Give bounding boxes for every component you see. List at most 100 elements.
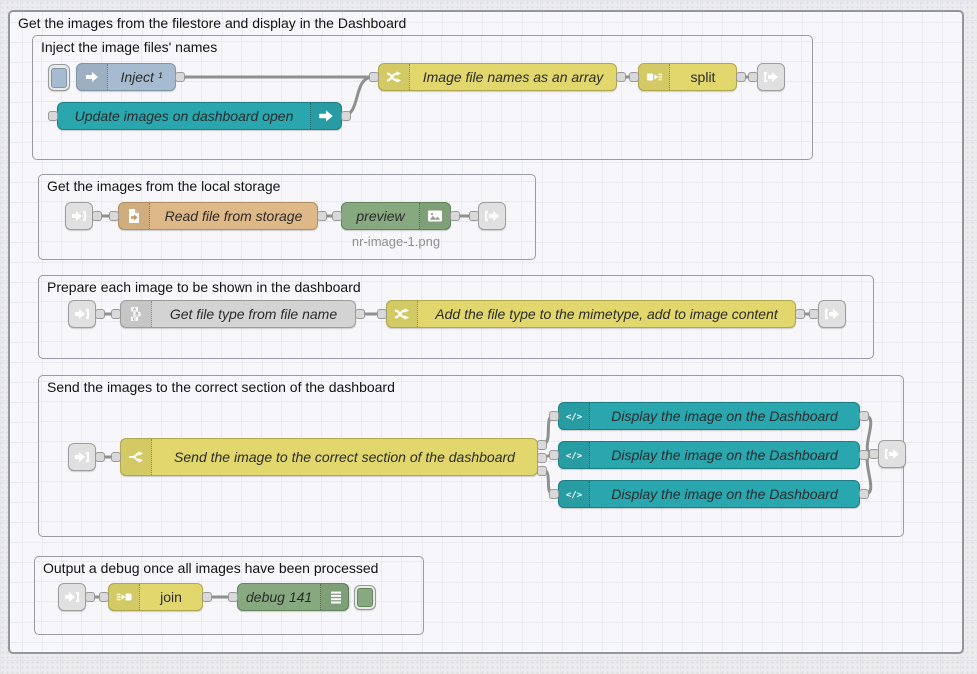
link-in-node[interactable] (65, 202, 102, 230)
output-port[interactable] (859, 411, 869, 421)
input-port[interactable] (99, 592, 109, 602)
link-out-node[interactable] (869, 440, 906, 468)
output-port[interactable] (95, 309, 105, 319)
input-port[interactable] (369, 72, 379, 82)
output-port-2[interactable] (537, 453, 547, 463)
string-node-file-type[interactable]: Get file type from file name (111, 300, 365, 328)
link-in-icon (74, 306, 90, 322)
input-port[interactable] (748, 72, 758, 82)
join-icon (109, 584, 140, 610)
link-out-icon (884, 446, 900, 462)
input-port[interactable] (549, 450, 559, 460)
output-port-1[interactable] (537, 440, 547, 450)
group-inject-title: Inject the image files' names (41, 39, 218, 55)
input-port[interactable] (332, 211, 342, 221)
node-status-text: nr-image-1.png (351, 234, 441, 249)
input-port[interactable] (469, 211, 479, 221)
code-template-icon (559, 403, 590, 429)
inject-trigger-button-inner (51, 67, 67, 88)
change-node-mimetype[interactable]: Add the file type to the mimetype, add t… (377, 300, 805, 328)
output-port[interactable] (859, 450, 869, 460)
wire[interactable] (863, 452, 875, 496)
link-in-node[interactable] (58, 583, 95, 611)
link-in-icon (64, 589, 80, 605)
input-port[interactable] (549, 489, 559, 499)
ui-control-node-label: Update images on dashboard open (74, 108, 294, 124)
file-in-node[interactable]: Read file from storage (109, 202, 327, 230)
image-preview-node-label: preview (356, 208, 405, 224)
change-icon (387, 301, 418, 327)
output-port[interactable] (355, 309, 365, 319)
output-port[interactable] (859, 489, 869, 499)
input-port[interactable] (629, 72, 639, 82)
ui-template-node-2[interactable]: Display the image on the Dashboard (549, 441, 869, 469)
ui-template-node-1-label: Display the image on the Dashboard (611, 408, 838, 424)
ui-template-node-3[interactable]: Display the image on the Dashboard (549, 480, 869, 508)
code-template-icon (559, 442, 590, 468)
file-icon (119, 203, 150, 229)
input-port[interactable] (549, 411, 559, 421)
input-port[interactable] (111, 452, 121, 462)
output-port-3[interactable] (537, 466, 547, 476)
file-in-node-label: Read file from storage (164, 208, 303, 224)
output-port[interactable] (175, 72, 185, 82)
image-icon (419, 203, 450, 229)
link-out-icon (824, 306, 840, 322)
link-out-icon (484, 208, 500, 224)
link-out-node[interactable] (809, 300, 846, 328)
code-template-icon (559, 481, 590, 507)
change-node-filenames-label: Image file names as an array (422, 69, 604, 85)
ui-template-node-3-label: Display the image on the Dashboard (611, 486, 838, 502)
input-port[interactable] (809, 309, 819, 319)
output-port[interactable] (450, 211, 460, 221)
input-port[interactable] (109, 211, 119, 221)
link-in-node[interactable] (68, 300, 105, 328)
string-node-file-type-label: Get file type from file name (169, 306, 338, 322)
input-port[interactable] (111, 309, 121, 319)
output-port[interactable] (616, 72, 626, 82)
group-prepare-title: Prepare each image to be shown in the da… (47, 279, 361, 295)
output-port[interactable] (85, 592, 95, 602)
group-outer-title: Get the images from the filestore and di… (18, 15, 407, 31)
image-preview-node[interactable]: preview (332, 202, 460, 230)
group-send-title: Send the images to the correct section o… (47, 379, 395, 395)
output-port[interactable] (736, 72, 746, 82)
debug-toggle-button[interactable] (354, 585, 376, 610)
change-node-mimetype-label: Add the file type to the mimetype, add t… (435, 306, 778, 322)
link-out-node[interactable] (469, 202, 506, 230)
inject-node[interactable]: Inject ¹ (76, 63, 185, 91)
group-debug-title: Output a debug once all images have been… (43, 560, 379, 576)
output-port[interactable] (95, 452, 105, 462)
link-in-node[interactable] (68, 443, 105, 471)
join-node-label: join (160, 589, 182, 605)
input-port[interactable] (48, 111, 58, 121)
split-icon (639, 64, 670, 90)
ui-control-node[interactable]: Update images on dashboard open (48, 102, 351, 130)
join-node[interactable]: join (99, 583, 212, 611)
output-port[interactable] (341, 111, 351, 121)
input-port[interactable] (377, 309, 387, 319)
split-node-label: split (690, 69, 716, 85)
output-port[interactable] (202, 592, 212, 602)
debug-node[interactable]: debug 141 (228, 583, 352, 611)
group-inject[interactable]: Inject the image files' names (32, 35, 813, 160)
change-node-filenames[interactable]: Image file names as an array (369, 63, 626, 91)
output-port[interactable] (795, 309, 805, 319)
inject-node-label: Inject ¹ (120, 69, 163, 85)
output-port[interactable] (92, 211, 102, 221)
output-port[interactable] (317, 211, 327, 221)
input-port[interactable] (869, 449, 879, 459)
switch-node-send-label: Send the image to the correct section of… (174, 449, 515, 465)
inject-trigger-button[interactable] (48, 64, 70, 91)
link-out-node[interactable] (748, 63, 785, 91)
split-node[interactable]: split (629, 63, 746, 91)
input-port[interactable] (228, 592, 238, 602)
switch-icon (121, 439, 152, 475)
arrow-right-icon (310, 103, 341, 129)
ui-template-node-2-label: Display the image on the Dashboard (611, 447, 838, 463)
switch-node-send[interactable]: Send the image to the correct section of… (111, 438, 547, 476)
ui-template-node-1[interactable]: Display the image on the Dashboard (549, 402, 869, 430)
link-out-icon (763, 69, 779, 85)
group-storage-title: Get the images from the local storage (47, 178, 281, 194)
